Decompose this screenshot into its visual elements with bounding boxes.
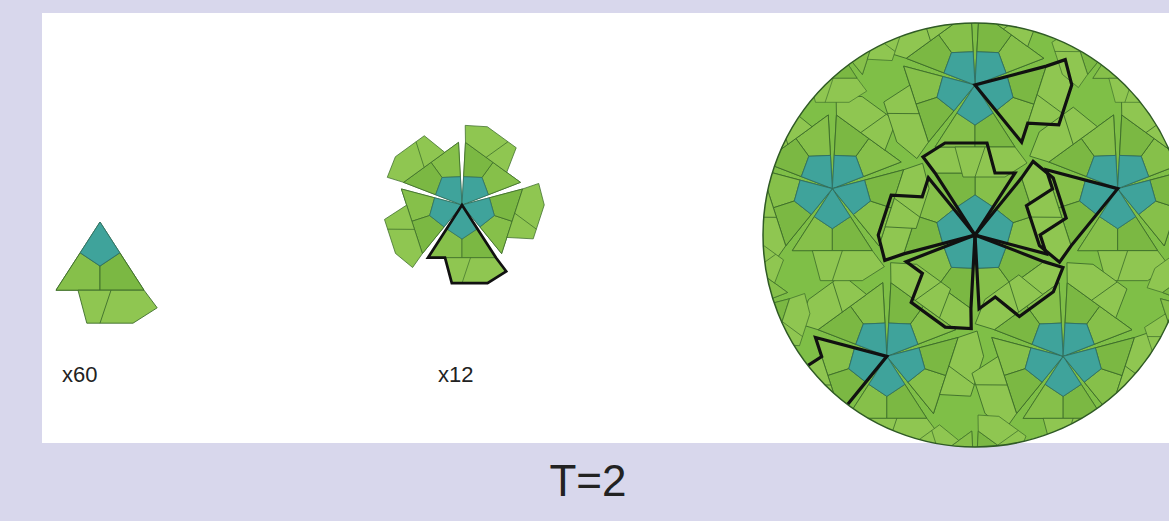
caption: T=2 — [549, 456, 626, 506]
multiplicity-label: x60 — [62, 362, 97, 388]
multiplicity-label: x12 — [438, 362, 473, 388]
